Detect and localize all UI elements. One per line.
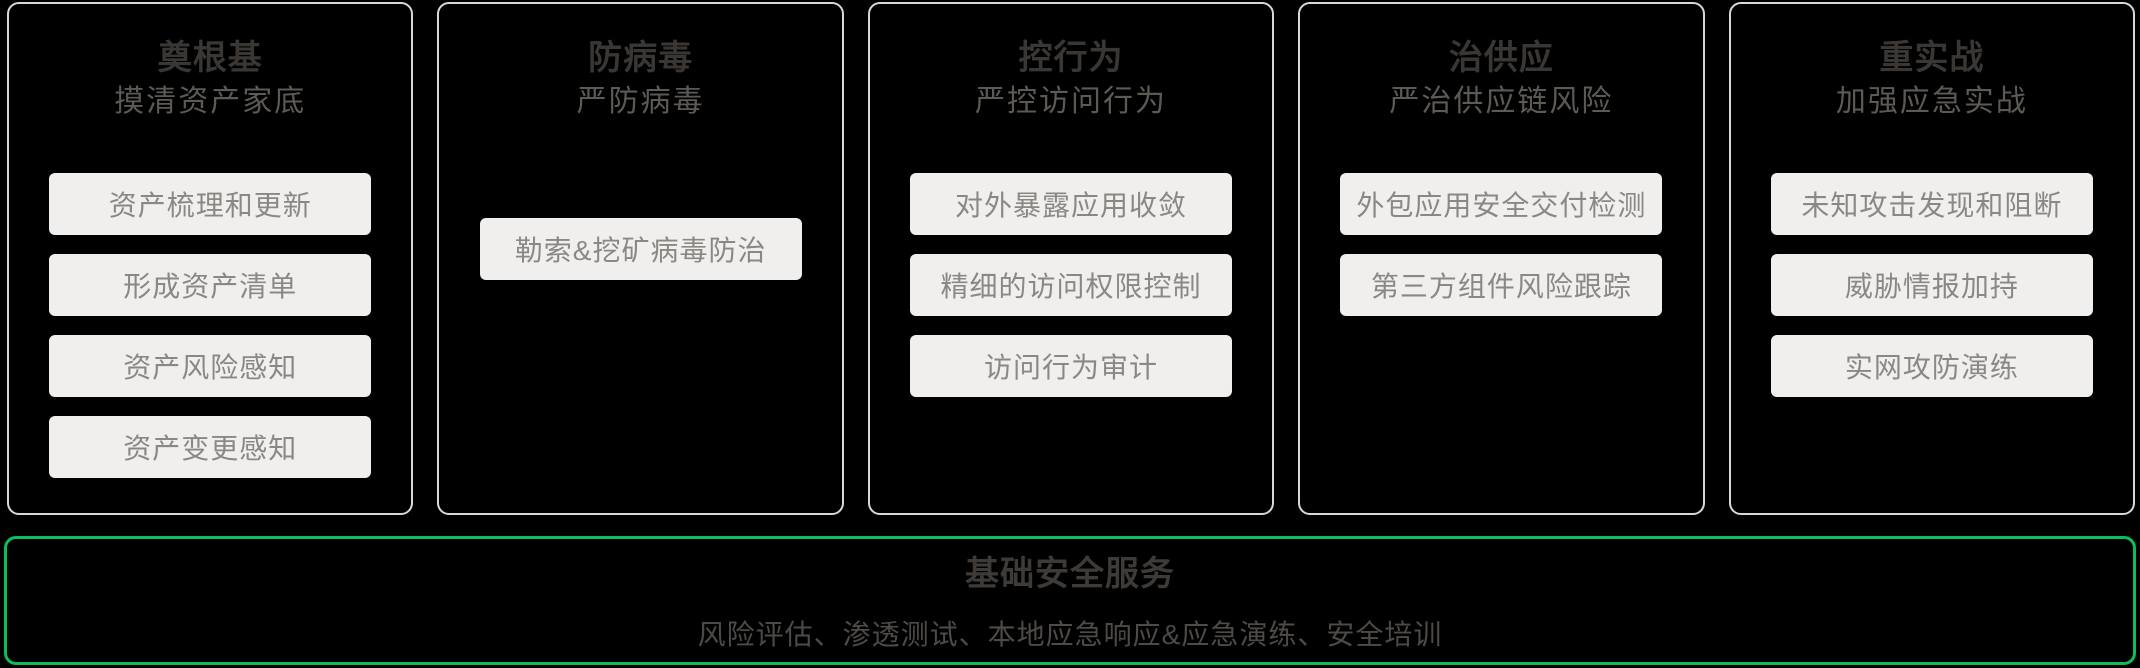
pillar-subtitle: 严控访问行为 (975, 85, 1168, 118)
pillar-item: 勒索&挖矿病毒防治 (479, 218, 802, 280)
pillar-subtitle: 严治供应链风险 (1389, 85, 1614, 118)
pillar-title: 奠根基 (157, 39, 263, 77)
pillar-items: 资产梳理和更新 形成资产清单 资产风险感知 资产变更感知 (9, 173, 411, 478)
pillar-item: 形成资产清单 (49, 254, 372, 316)
pillar-title: 重实战 (1879, 39, 1985, 77)
pillar-title: 控行为 (1018, 39, 1124, 77)
pillar-subtitle: 严防病毒 (576, 85, 705, 118)
pillar-items: 未知攻击发现和阻断 威胁情报加持 实网攻防演练 (1731, 173, 2133, 397)
pillar-item: 资产变更感知 (49, 416, 372, 478)
pillar-item: 精细的访问权限控制 (910, 254, 1233, 316)
pillar-item: 未知攻击发现和阻断 (1770, 173, 2093, 235)
pillar-card-supply-chain: 治供应 严治供应链风险 外包应用安全交付检测 第三方组件风险跟踪 (1298, 2, 1705, 515)
base-services-panel: 基础安全服务 风险评估、渗透测试、本地应急响应&应急演练、安全培训 (4, 536, 2136, 665)
pillar-items: 对外暴露应用收敛 精细的访问权限控制 访问行为审计 (870, 173, 1272, 397)
pillar-subtitle: 摸清资产家底 (114, 85, 307, 118)
pillar-item: 外包应用安全交付检测 (1340, 173, 1663, 235)
pillar-item: 实网攻防演练 (1770, 335, 2093, 397)
pillar-item: 访问行为审计 (910, 335, 1233, 397)
pillars-row: 奠根基 摸清资产家底 资产梳理和更新 形成资产清单 资产风险感知 资产变更感知 … (7, 2, 2136, 515)
pillar-card-behavior-control: 控行为 严控访问行为 对外暴露应用收敛 精细的访问权限控制 访问行为审计 (867, 2, 1275, 515)
base-services-title: 基础安全服务 (965, 555, 1175, 593)
pillar-title: 治供应 (1448, 39, 1554, 77)
pillar-card-practical-combat: 重实战 加强应急实战 未知攻击发现和阻断 威胁情报加持 实网攻防演练 (1728, 2, 2136, 515)
pillar-item: 对外暴露应用收敛 (910, 173, 1233, 235)
pillar-item: 第三方组件风险跟踪 (1340, 254, 1663, 316)
pillar-items: 勒索&挖矿病毒防治 (439, 218, 841, 280)
pillar-item: 资产风险感知 (49, 335, 372, 397)
pillar-card-antivirus: 防病毒 严防病毒 勒索&挖矿病毒防治 (437, 2, 844, 515)
pillar-item: 资产梳理和更新 (49, 173, 372, 235)
pillar-subtitle: 加强应急实战 (1835, 85, 2028, 118)
pillar-items: 外包应用安全交付检测 第三方组件风险跟踪 (1300, 173, 1702, 316)
base-services-subtitle: 风险评估、渗透测试、本地应急响应&应急演练、安全培训 (697, 619, 1443, 650)
pillar-title: 防病毒 (588, 39, 694, 77)
pillar-item: 威胁情报加持 (1770, 254, 2093, 316)
pillar-card-foundation: 奠根基 摸清资产家底 资产梳理和更新 形成资产清单 资产风险感知 资产变更感知 (7, 2, 414, 515)
